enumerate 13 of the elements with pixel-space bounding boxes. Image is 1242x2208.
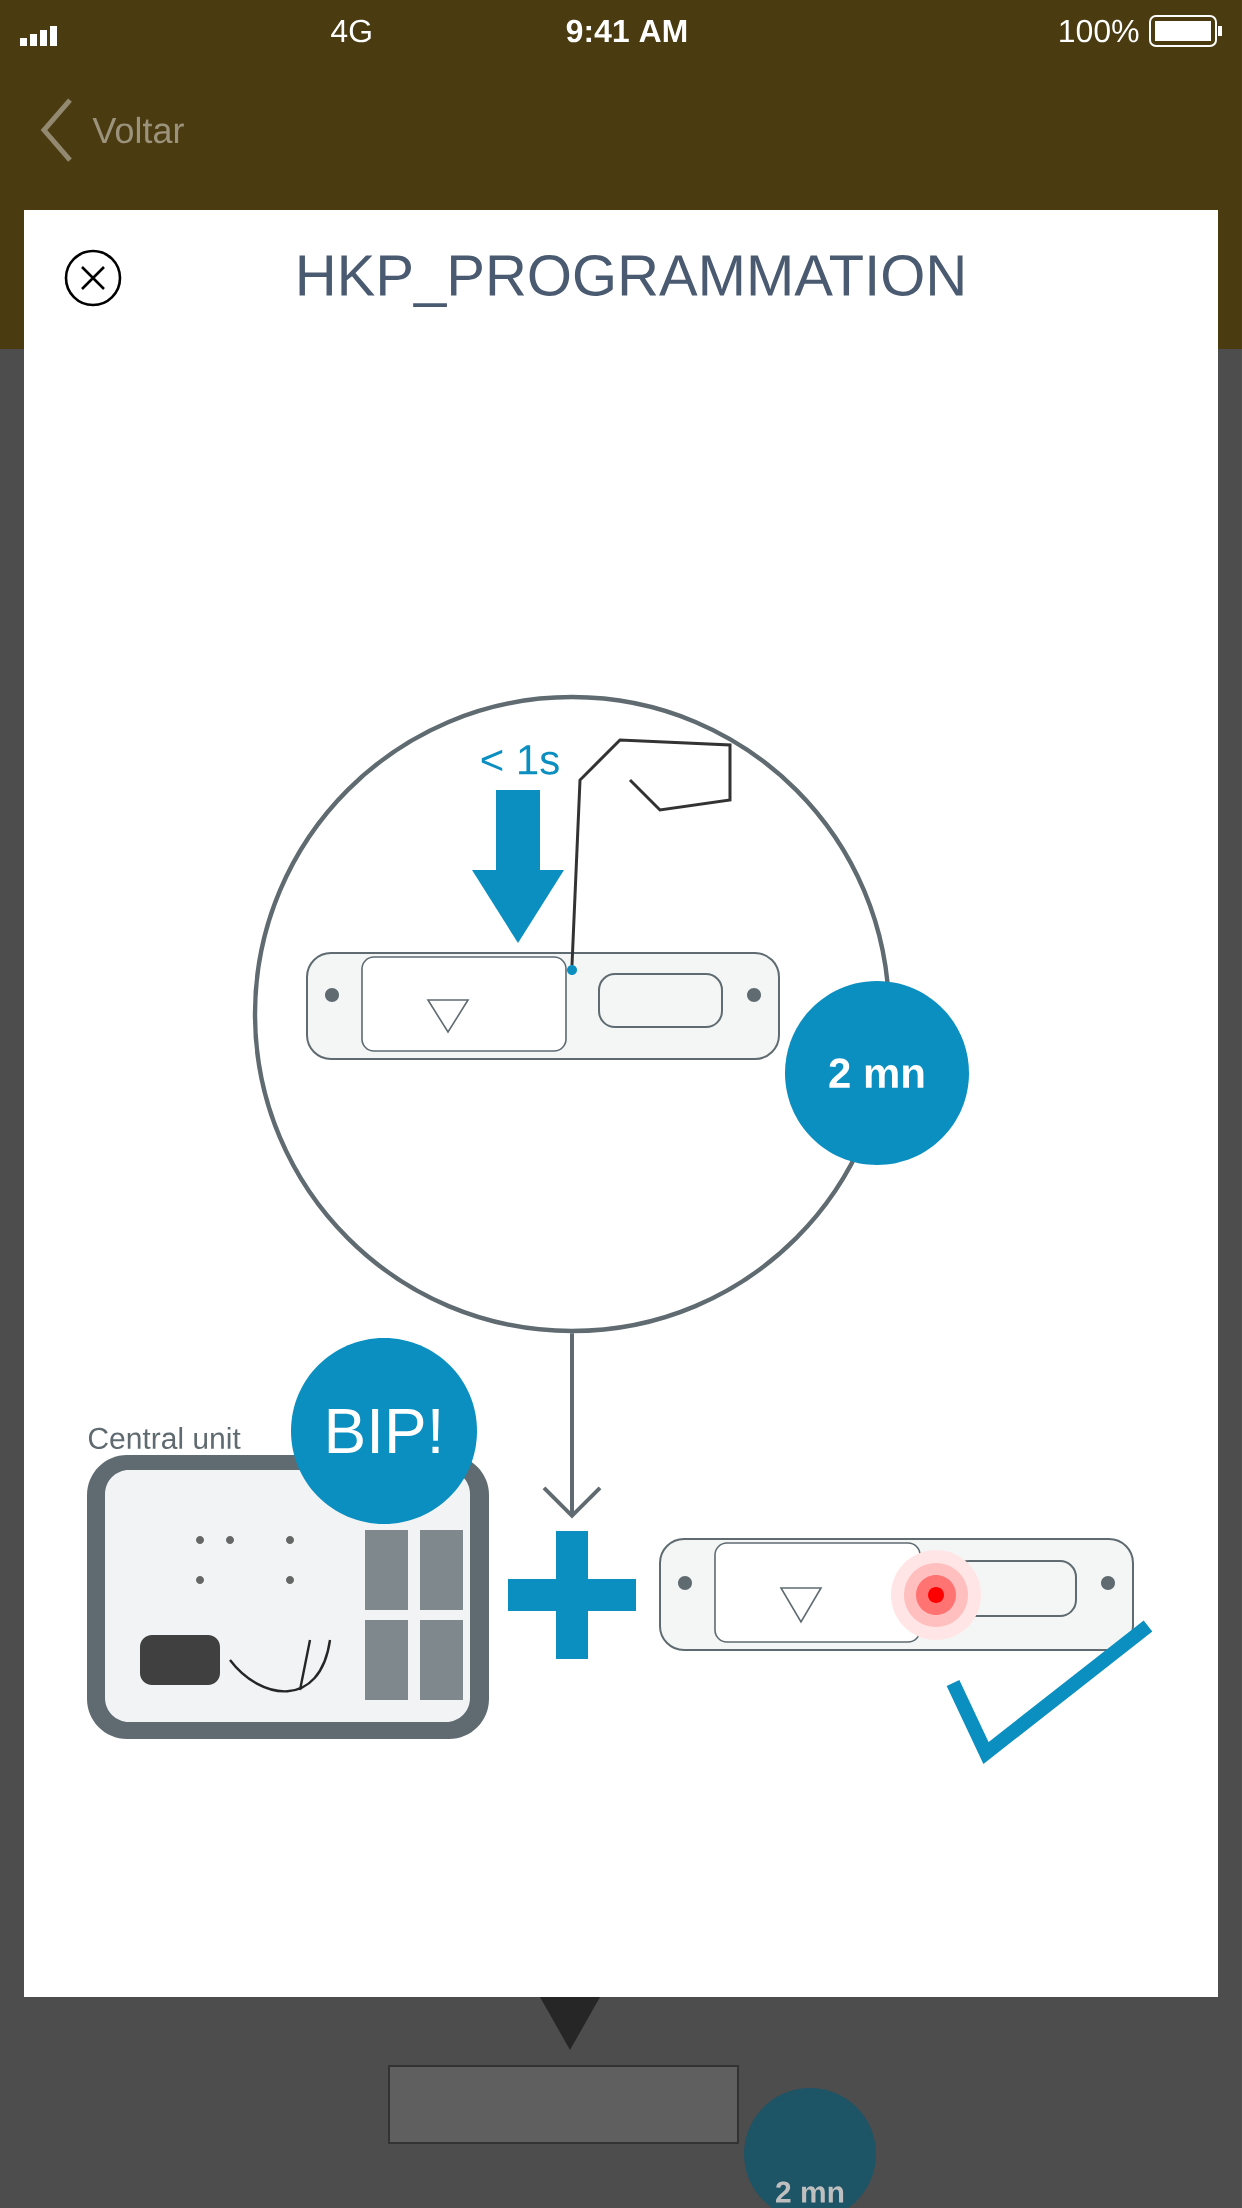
modal-title: HKP_PROGRAMMATION bbox=[299, 255, 963, 307]
plus-sign bbox=[508, 1531, 636, 1659]
device-drawing bbox=[659, 1538, 1153, 1764]
time-label: 9:41 AM bbox=[566, 19, 687, 43]
network-label: 4G bbox=[331, 19, 371, 43]
duration-badge: 2 mn bbox=[744, 2088, 876, 2208]
duration-badge: 2 mn bbox=[785, 981, 969, 1165]
back-link: Voltar bbox=[40, 98, 184, 162]
device-title: Central unit bbox=[88, 1427, 241, 1449]
beep-badge: BIP! bbox=[291, 1338, 477, 1524]
battery-percent: 100% bbox=[1060, 19, 1139, 43]
duration-label: < 1s bbox=[481, 745, 559, 775]
arrow bbox=[542, 1333, 602, 1519]
